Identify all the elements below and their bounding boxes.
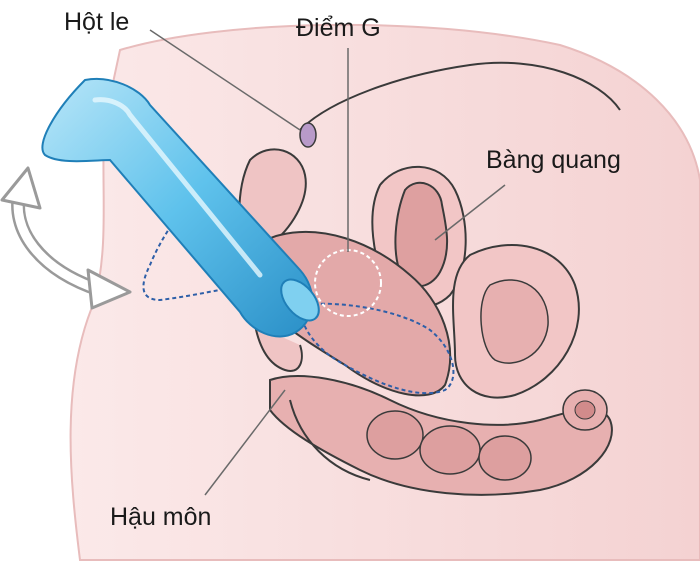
label-anus: Hậu môn <box>110 503 212 531</box>
label-bladder: Bàng quang <box>486 146 621 174</box>
motion-arrow-head-top <box>0 166 42 210</box>
label-g-spot: Điểm G <box>296 14 381 42</box>
uterus-inner <box>480 279 549 364</box>
bowel-loop-1 <box>366 410 424 460</box>
leader-anus <box>204 389 286 496</box>
bladder-inner <box>394 181 449 288</box>
dilator-highlight <box>92 97 263 278</box>
clitoris <box>299 122 317 148</box>
abdomen-contour <box>299 61 621 131</box>
bowel-loop-3 <box>478 435 532 481</box>
pelvic-floor-dashed <box>298 302 455 395</box>
dilator-tip <box>280 278 320 322</box>
leader-bladder <box>434 184 506 241</box>
dilator-device <box>41 77 314 338</box>
perineum <box>254 324 303 372</box>
pelvic-bone <box>289 399 371 481</box>
bowel-end-inner <box>574 400 596 420</box>
leader-clitoris <box>149 29 301 131</box>
bowel-loop-2 <box>419 425 481 475</box>
label-clitoris: Hột le <box>64 8 130 36</box>
motion-arrow-head-bottom <box>86 268 132 310</box>
